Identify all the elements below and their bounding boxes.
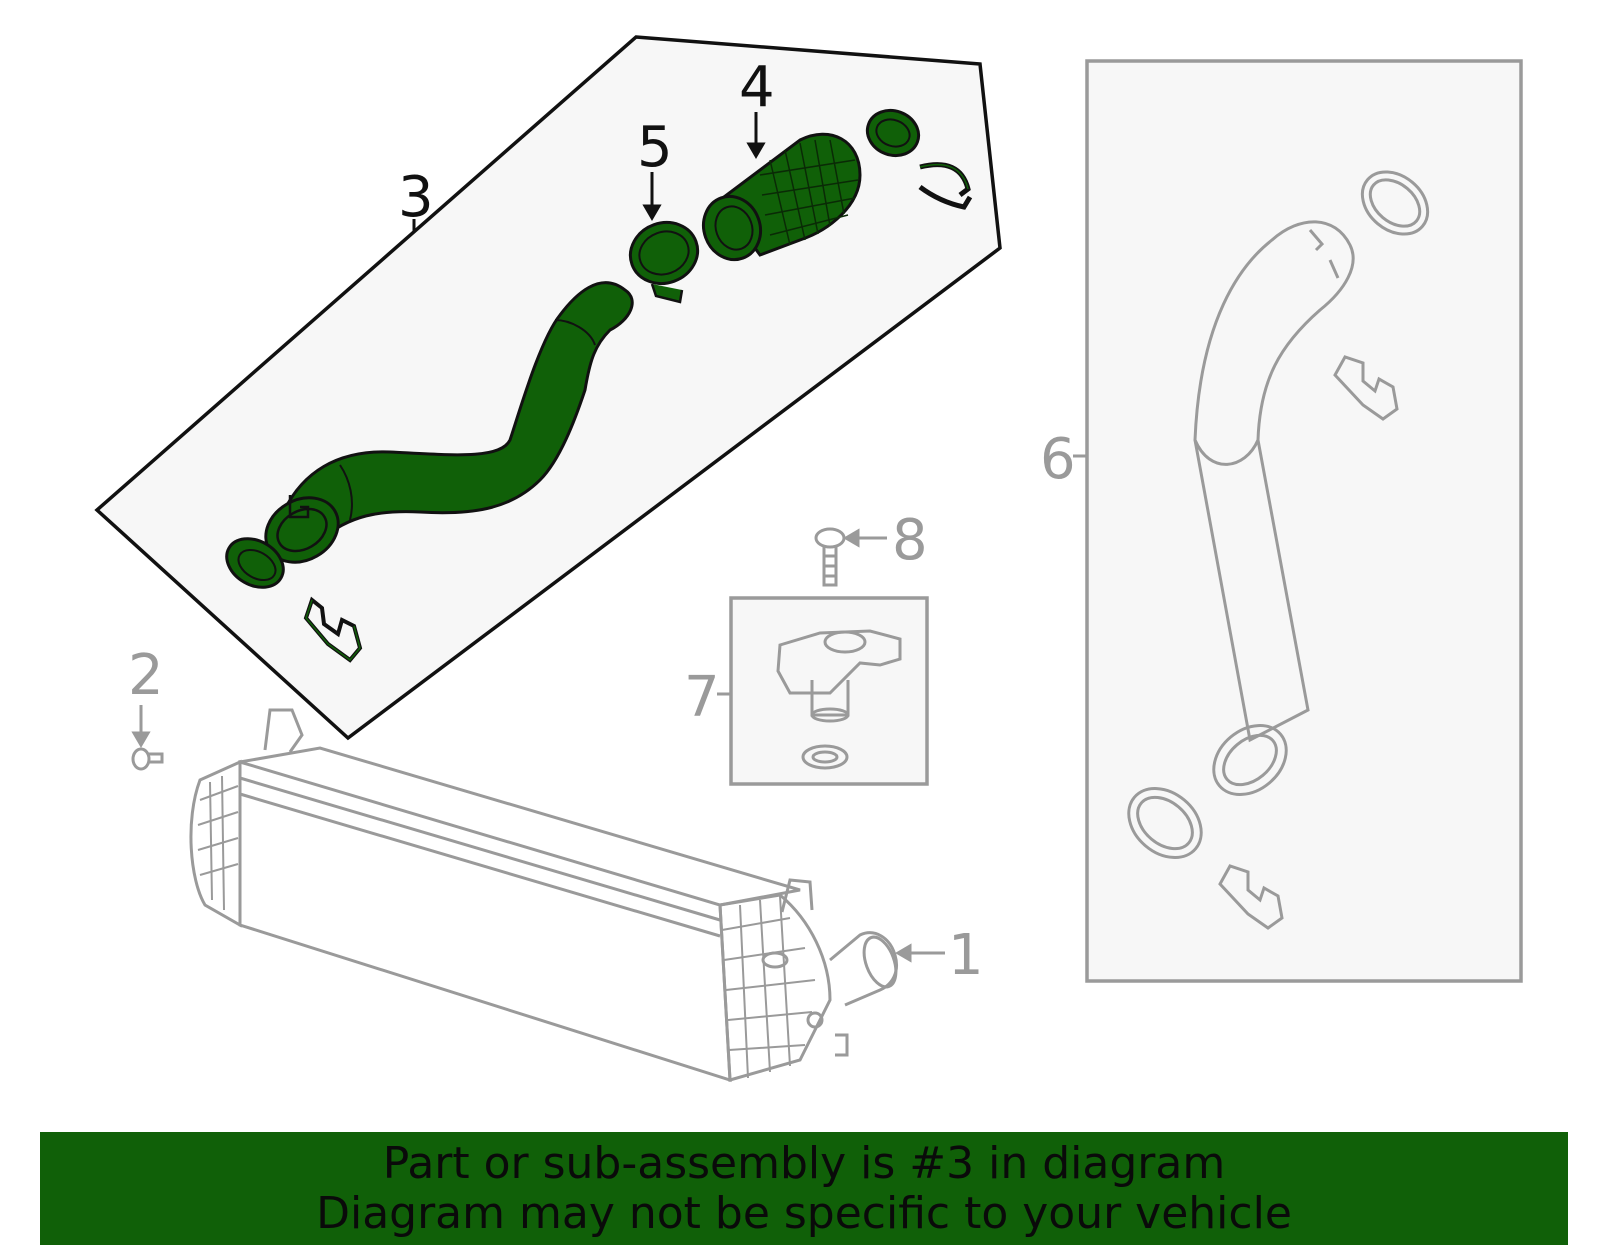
arrow-1 — [895, 943, 945, 963]
pipe-6-clip-top[interactable] — [1333, 355, 1399, 421]
arrow-4 — [746, 112, 766, 159]
resonator-part-4[interactable] — [695, 132, 862, 267]
arrow-8 — [843, 528, 887, 548]
callout-7: 7 — [684, 665, 720, 730]
seal-ring-upper[interactable] — [861, 103, 925, 162]
banner-line-2: Diagram may not be specific to your vehi… — [316, 1187, 1292, 1239]
arrow-5 — [642, 172, 662, 221]
callout-5: 5 — [637, 115, 673, 180]
retaining-clip-upper[interactable] — [918, 162, 973, 210]
callout-2: 2 — [128, 643, 164, 708]
hose-coupler-end — [264, 495, 340, 564]
seal-ring-lower[interactable] — [218, 529, 292, 597]
callout-3: 3 — [398, 165, 434, 230]
intercooler-part-1[interactable] — [189, 708, 902, 1083]
callout-4: 4 — [739, 55, 775, 120]
retaining-clip-lower[interactable] — [303, 596, 363, 663]
pipe-6-clip-bottom[interactable] — [1218, 864, 1284, 930]
bolt-part-2[interactable] — [131, 747, 164, 771]
assembly-7-panel — [729, 596, 929, 786]
callout-8: 8 — [892, 508, 928, 573]
assembly-6-panel — [1085, 59, 1523, 983]
pipe-6-seal-ring-top[interactable] — [1350, 159, 1440, 247]
sensor-part-7[interactable] — [776, 629, 902, 723]
intake-hose-part-3[interactable] — [254, 281, 634, 575]
callout-6: 6 — [1040, 427, 1076, 492]
intercooler-outlet-pipe-part-6[interactable] — [1193, 220, 1355, 809]
info-banner: Part or sub-assembly is #3 in diagram Di… — [40, 1132, 1568, 1245]
banner-line-1: Part or sub-assembly is #3 in diagram — [382, 1137, 1226, 1189]
callout-1: 1 — [948, 923, 984, 988]
clamp-ring-part-5[interactable] — [622, 213, 706, 304]
screw-part-8[interactable] — [814, 527, 846, 587]
arrow-2 — [131, 705, 151, 748]
pipe-6-seal-ring-bottom[interactable] — [1115, 774, 1215, 871]
sensor-o-ring[interactable] — [801, 744, 849, 770]
